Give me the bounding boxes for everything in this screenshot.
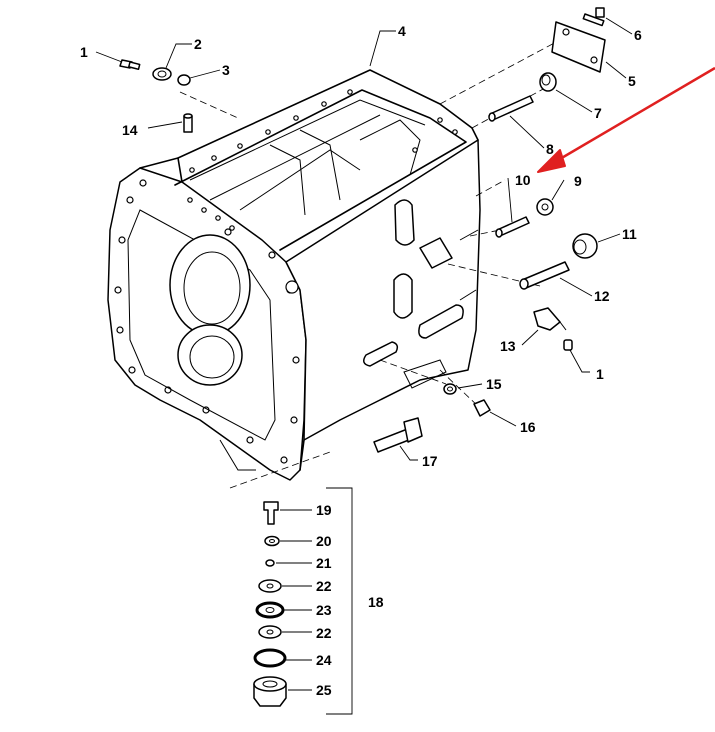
- part-14-dowel: [183, 113, 193, 133]
- callout-9: 9: [574, 173, 582, 189]
- callout-3: 3: [222, 62, 230, 78]
- callout-11: 11: [622, 226, 637, 242]
- callout-15: 15: [486, 376, 502, 392]
- callout-1-bottom: 1: [596, 366, 604, 382]
- callout-17: 17: [422, 453, 438, 469]
- callout-2: 2: [194, 36, 202, 52]
- callout-18: 18: [368, 594, 384, 610]
- callout-8: 8: [546, 141, 554, 157]
- part-15-washer: [443, 383, 457, 395]
- callout-labels: 1 2 3 4 5 6 7 8 9 10 11 12 13 1 14 15 16…: [80, 23, 642, 698]
- part-1-sensor-screw: [563, 339, 573, 351]
- part-3-o-ring: [177, 74, 191, 86]
- callout-23: 23: [316, 602, 332, 618]
- part-6-bolt: [582, 7, 605, 27]
- leader-lines: [95, 17, 633, 691]
- part-11-bushing: [572, 233, 598, 259]
- callout-10: 10: [515, 172, 531, 188]
- part-1-top-screw: [119, 59, 141, 71]
- callout-13: 13: [500, 338, 516, 354]
- callout-5: 5: [628, 73, 636, 89]
- callout-1-top: 1: [80, 44, 88, 60]
- callout-24: 24: [316, 652, 332, 668]
- part-12-shaft: [519, 261, 570, 290]
- callout-4: 4: [398, 23, 406, 39]
- part-7-bushing: [539, 72, 557, 92]
- part-9-nut: [536, 198, 554, 216]
- callout-19: 19: [316, 502, 332, 518]
- transmission-housing: [107, 69, 481, 481]
- callout-7: 7: [594, 105, 602, 121]
- part-17-bolt: [373, 417, 423, 453]
- part-10-pin: [495, 216, 530, 238]
- drain-plug-stack: [253, 487, 353, 715]
- part-13-sensor: [533, 307, 567, 331]
- part-5-plate: [551, 21, 606, 73]
- part-8-shaft: [488, 95, 534, 122]
- callout-25: 25: [316, 682, 332, 698]
- part-16-nut: [473, 399, 491, 417]
- highlight-arrow: [537, 66, 715, 173]
- assembly-center-lines: [179, 39, 561, 489]
- callout-14: 14: [122, 122, 138, 138]
- callout-21: 21: [316, 555, 332, 571]
- callout-22-lower: 22: [316, 625, 332, 641]
- front-flange-holes: [114, 179, 300, 464]
- callout-20: 20: [316, 533, 332, 549]
- callout-6: 6: [634, 27, 642, 43]
- top-bolt-holes: [187, 89, 458, 231]
- bracket-18: [326, 487, 353, 715]
- callout-16: 16: [520, 419, 536, 435]
- callout-22-upper: 22: [316, 578, 332, 594]
- callout-12: 12: [594, 288, 610, 304]
- part-2-cap: [152, 67, 172, 81]
